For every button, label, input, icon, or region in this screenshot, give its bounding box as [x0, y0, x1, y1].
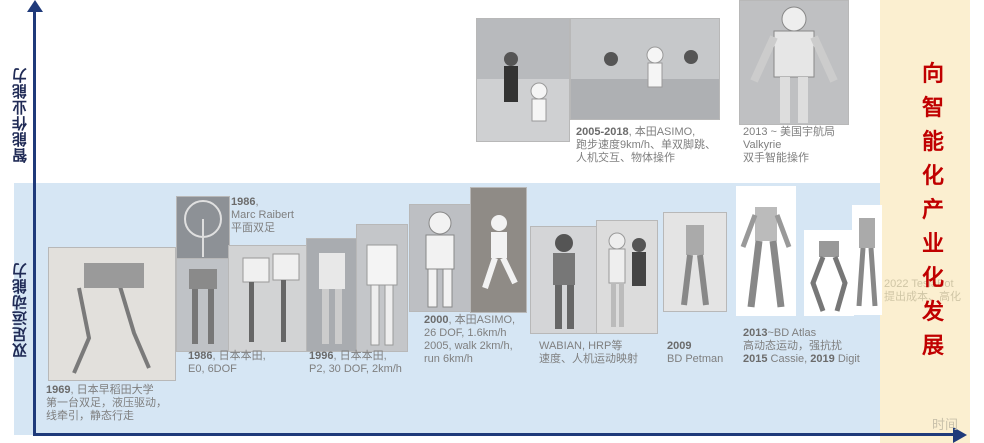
photo-petman [663, 212, 727, 312]
industrialization-panel [880, 0, 970, 443]
title-char: 能 [921, 130, 944, 155]
photo-cassie [804, 230, 854, 316]
caption-1986-raibert: 1986, Marc Raibert 平面双足 [231, 196, 294, 234]
title-char: 业 [921, 232, 944, 257]
photo-1986-legs [228, 245, 308, 352]
photo-asimo-office [476, 18, 570, 142]
photo-1986-e0 [176, 258, 230, 352]
vertical-axis [33, 10, 36, 436]
caption-2005-2018-asimo: 2005-2018, 本田ASIMO, 跑步速度9km/h、单双脚跳、 人机交互… [576, 126, 716, 164]
title-char: 展 [921, 334, 944, 359]
horizontal-axis [33, 433, 955, 436]
caption-2000-asimo: 2000, 本田ASIMO, 26 DOF, 1.6km/h 2005, wal… [424, 314, 516, 365]
title-char: 化 [921, 164, 944, 189]
faded-teslabot-note: 2022 TeslaBot 提出成本、高化 [884, 278, 961, 303]
photo-1969-waseda [48, 247, 176, 381]
title-char: 向 [921, 62, 944, 87]
horizontal-axis-arrow-icon [953, 427, 967, 443]
caption-1986-e0: 1986, 日本本田, E0, 6DOF [188, 350, 266, 375]
photo-2005-asimo-run [470, 187, 527, 313]
photo-1996-p2-b [356, 224, 408, 352]
caption-2013-valkyrie: 2013 ~ 美国宇航局 Valkyrie 双手智能操作 [743, 126, 836, 164]
caption-1996-p2: 1996, 日本本田, P2, 30 DOF, 2km/h [309, 350, 402, 375]
photo-hrp [596, 220, 658, 334]
title-char: 发 [921, 300, 944, 325]
photo-1996-p2-a [306, 238, 358, 352]
photo-asimo-cafe [570, 18, 720, 120]
caption-2013-atlas: 2013~BD Atlas 高动态运动，强抗扰 2015 Cassie, 201… [743, 327, 860, 365]
photo-wabian [530, 226, 598, 334]
photo-1986-raibert [176, 196, 230, 260]
title-char: 智 [921, 96, 944, 121]
photo-valkyrie [739, 0, 849, 125]
caption-wabian-hrp: WABIAN, HRP等 速度、人机运动映射 [539, 340, 638, 365]
photo-atlas [736, 186, 796, 316]
title-char: 产 [921, 198, 944, 223]
caption-2009-petman: 2009 BD Petman [667, 340, 724, 365]
y-axis-upper-label: 智能作业能力 [12, 67, 29, 163]
vertical-axis-arrow-icon [27, 0, 43, 12]
y-axis-lower-label: 双足运动能力 [12, 262, 29, 358]
title-char: 化 [921, 266, 944, 291]
photo-digit [852, 205, 882, 315]
photo-2000-asimo [409, 204, 471, 312]
industrialization-title: 向 智 能 化 产 业 化 发 展 [915, 58, 951, 364]
x-axis-label: 时间 [932, 417, 959, 432]
caption-1969: 1969, 日本早稻田大学 第一台双足，液压驱动， 线牵引，静态行走 [46, 384, 167, 422]
